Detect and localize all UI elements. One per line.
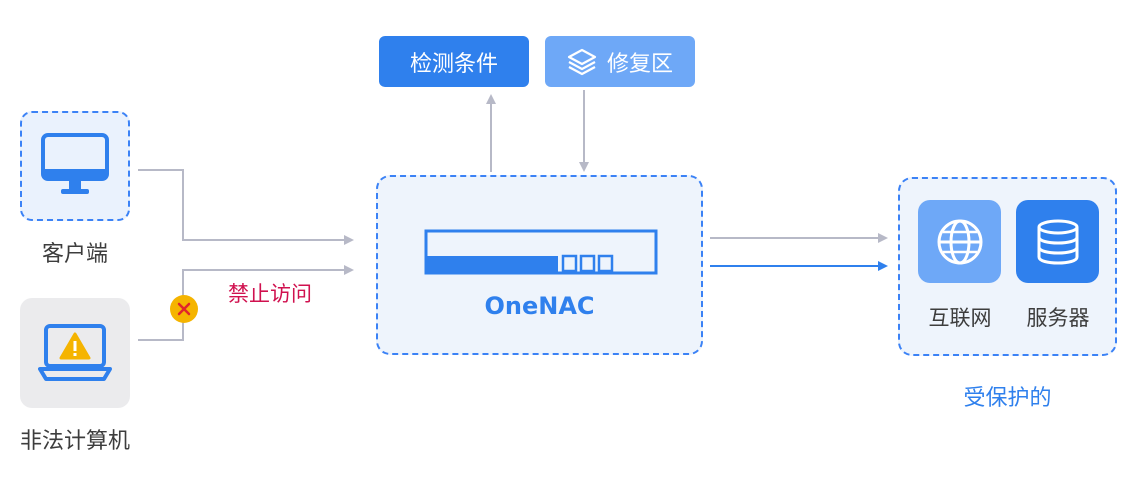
server-node — [1016, 200, 1099, 283]
detect-button-label: 检测条件 — [409, 51, 498, 77]
block-x-icon — [170, 295, 198, 323]
network-appliance-icon — [424, 229, 658, 275]
laptop-warning-icon — [38, 324, 112, 381]
remediate-button-label: 修复区 — [606, 51, 673, 77]
internet-node — [918, 200, 1001, 283]
layers-icon — [567, 48, 597, 75]
monitor-icon — [41, 133, 109, 194]
client-label: 客户端 — [41, 242, 108, 267]
client-connector — [138, 169, 354, 245]
database-icon — [1037, 219, 1078, 265]
denied-label: 禁止访问 — [228, 282, 312, 306]
detect-button[interactable]: 检测条件 — [379, 36, 529, 87]
remediate-button[interactable]: 修复区 — [545, 36, 695, 87]
protected-label: 受保护的 — [963, 386, 1052, 411]
illegal-node — [20, 298, 130, 408]
illegal-label: 非法计算机 — [19, 429, 130, 454]
server-label: 服务器 — [1026, 306, 1090, 330]
device-label: OneNAC — [484, 292, 595, 320]
globe-icon — [937, 219, 982, 264]
client-node — [20, 111, 130, 221]
internet-label: 互联网 — [928, 306, 992, 330]
